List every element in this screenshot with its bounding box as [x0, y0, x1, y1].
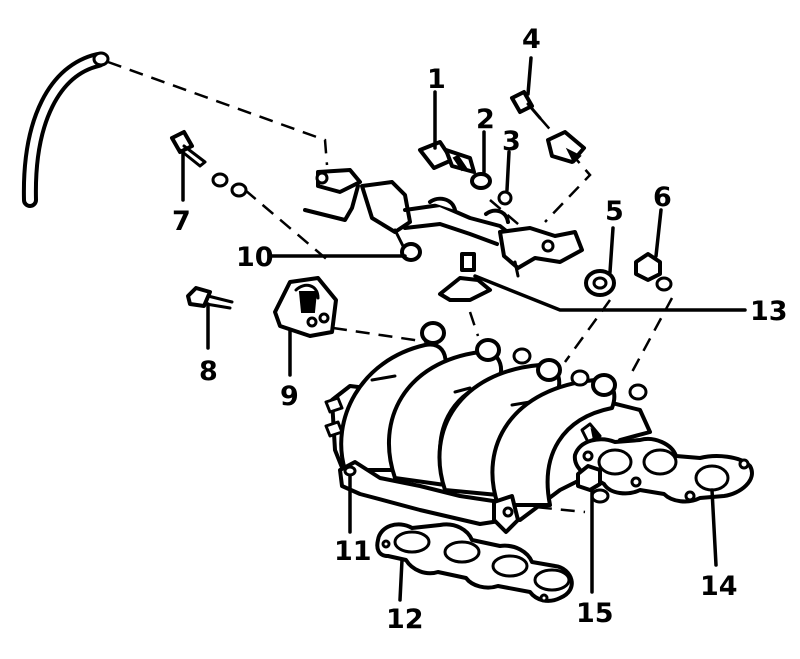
- callout-12: 12: [386, 604, 424, 635]
- sensor-13: [438, 252, 492, 302]
- callout-13: 13: [750, 296, 788, 327]
- callout-5: 5: [605, 196, 624, 227]
- callout-8: 8: [199, 356, 218, 387]
- bracket-9: [273, 276, 338, 338]
- fuel-rail: [303, 168, 584, 278]
- bolt-7: [170, 130, 248, 198]
- callout-15: 15: [576, 598, 614, 629]
- callout-7: 7: [172, 206, 191, 237]
- callout-2: 2: [476, 104, 495, 135]
- nut-6: [634, 252, 673, 292]
- callout-10: 10: [236, 242, 274, 273]
- bolt-4: [510, 90, 586, 164]
- bolt-8: [186, 286, 234, 310]
- o-ring-2: [470, 172, 492, 190]
- callout-11: 11: [334, 536, 372, 567]
- injector-1: [418, 140, 476, 174]
- gasket-14: [572, 437, 754, 504]
- callout-14: 14: [700, 571, 738, 602]
- callout-3: 3: [502, 126, 521, 157]
- callout-leaders: [181, 56, 747, 602]
- intake-manifold: [324, 321, 652, 534]
- callout-numbers: 1 2 3 4 5 6 7 8 9 10 11 12 13 14 15: [172, 24, 788, 635]
- callout-1: 1: [427, 64, 446, 95]
- callout-4: 4: [522, 24, 541, 55]
- nut-15: [576, 464, 610, 504]
- callout-6: 6: [653, 182, 672, 213]
- seal-3: [497, 190, 513, 206]
- fuel-hose: [21, 51, 110, 208]
- gasket-12: [375, 522, 574, 603]
- callout-9: 9: [280, 381, 299, 412]
